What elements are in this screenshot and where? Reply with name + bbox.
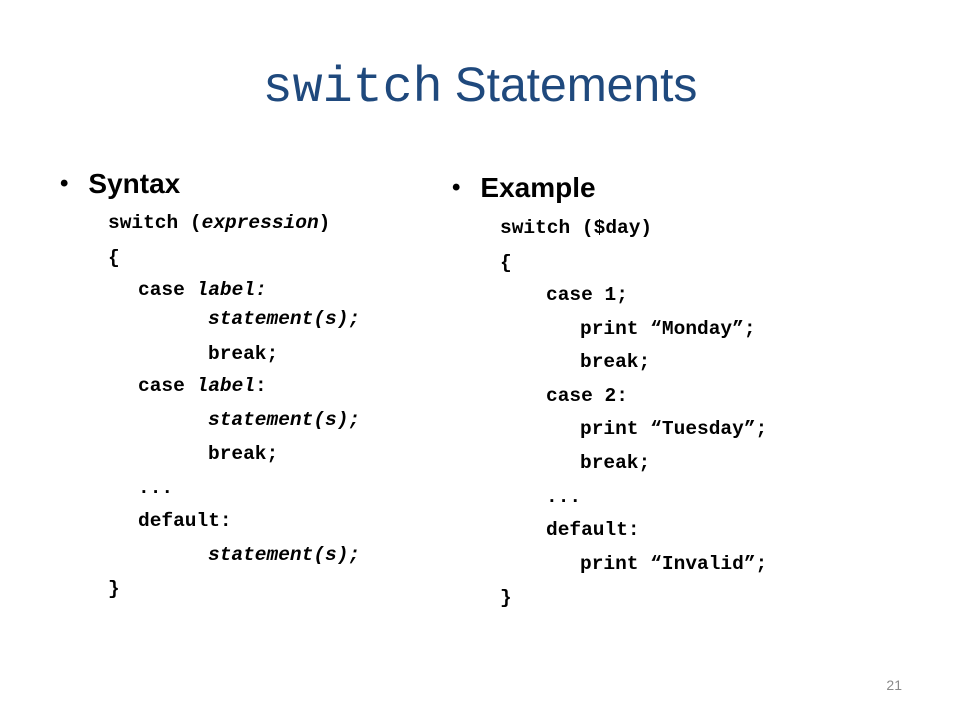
code-line: case 2: (546, 385, 628, 407)
bullet-example-label: Example (480, 172, 596, 203)
code-line: statement(s); (208, 308, 361, 330)
code-line: case label: (138, 375, 267, 397)
example-code-block: switch ($day) { case 1; print “Monday”; … (500, 217, 900, 617)
bullet-dot-icon: • (60, 170, 69, 197)
code-line: break; (580, 452, 651, 474)
code-line: break; (580, 351, 651, 373)
code-line: ... (546, 486, 582, 508)
code-line: statement(s); (208, 544, 361, 566)
code-line: print “Tuesday”; (580, 418, 768, 440)
code-line: ... (138, 477, 174, 499)
bullet-syntax: • Syntax (60, 168, 180, 200)
title-text: Statements (454, 59, 698, 112)
syntax-code-block: switch (expression) { case label: statem… (108, 212, 438, 612)
bullet-syntax-label: Syntax (88, 168, 181, 199)
code-line: default: (546, 519, 640, 541)
code-line: break; (208, 343, 279, 365)
code-line: break; (208, 443, 279, 465)
code-line: { (108, 247, 120, 269)
code-line: } (500, 587, 512, 609)
code-line: case 1; (546, 284, 628, 306)
code-line: print “Monday”; (580, 318, 756, 340)
code-line: statement(s); (208, 409, 361, 431)
bullet-example: • Example (452, 172, 596, 204)
code-line: switch (expression) (108, 212, 331, 234)
code-line: { (500, 252, 512, 274)
title-keyword: switch (262, 60, 443, 117)
code-line: } (108, 578, 120, 600)
page-number: 21 (886, 677, 902, 693)
bullet-dot-icon: • (452, 174, 461, 201)
code-line: switch ($day) (500, 217, 653, 239)
code-line: case label: (138, 279, 267, 301)
code-line: default: (138, 510, 232, 532)
code-line: print “Invalid”; (580, 553, 768, 575)
